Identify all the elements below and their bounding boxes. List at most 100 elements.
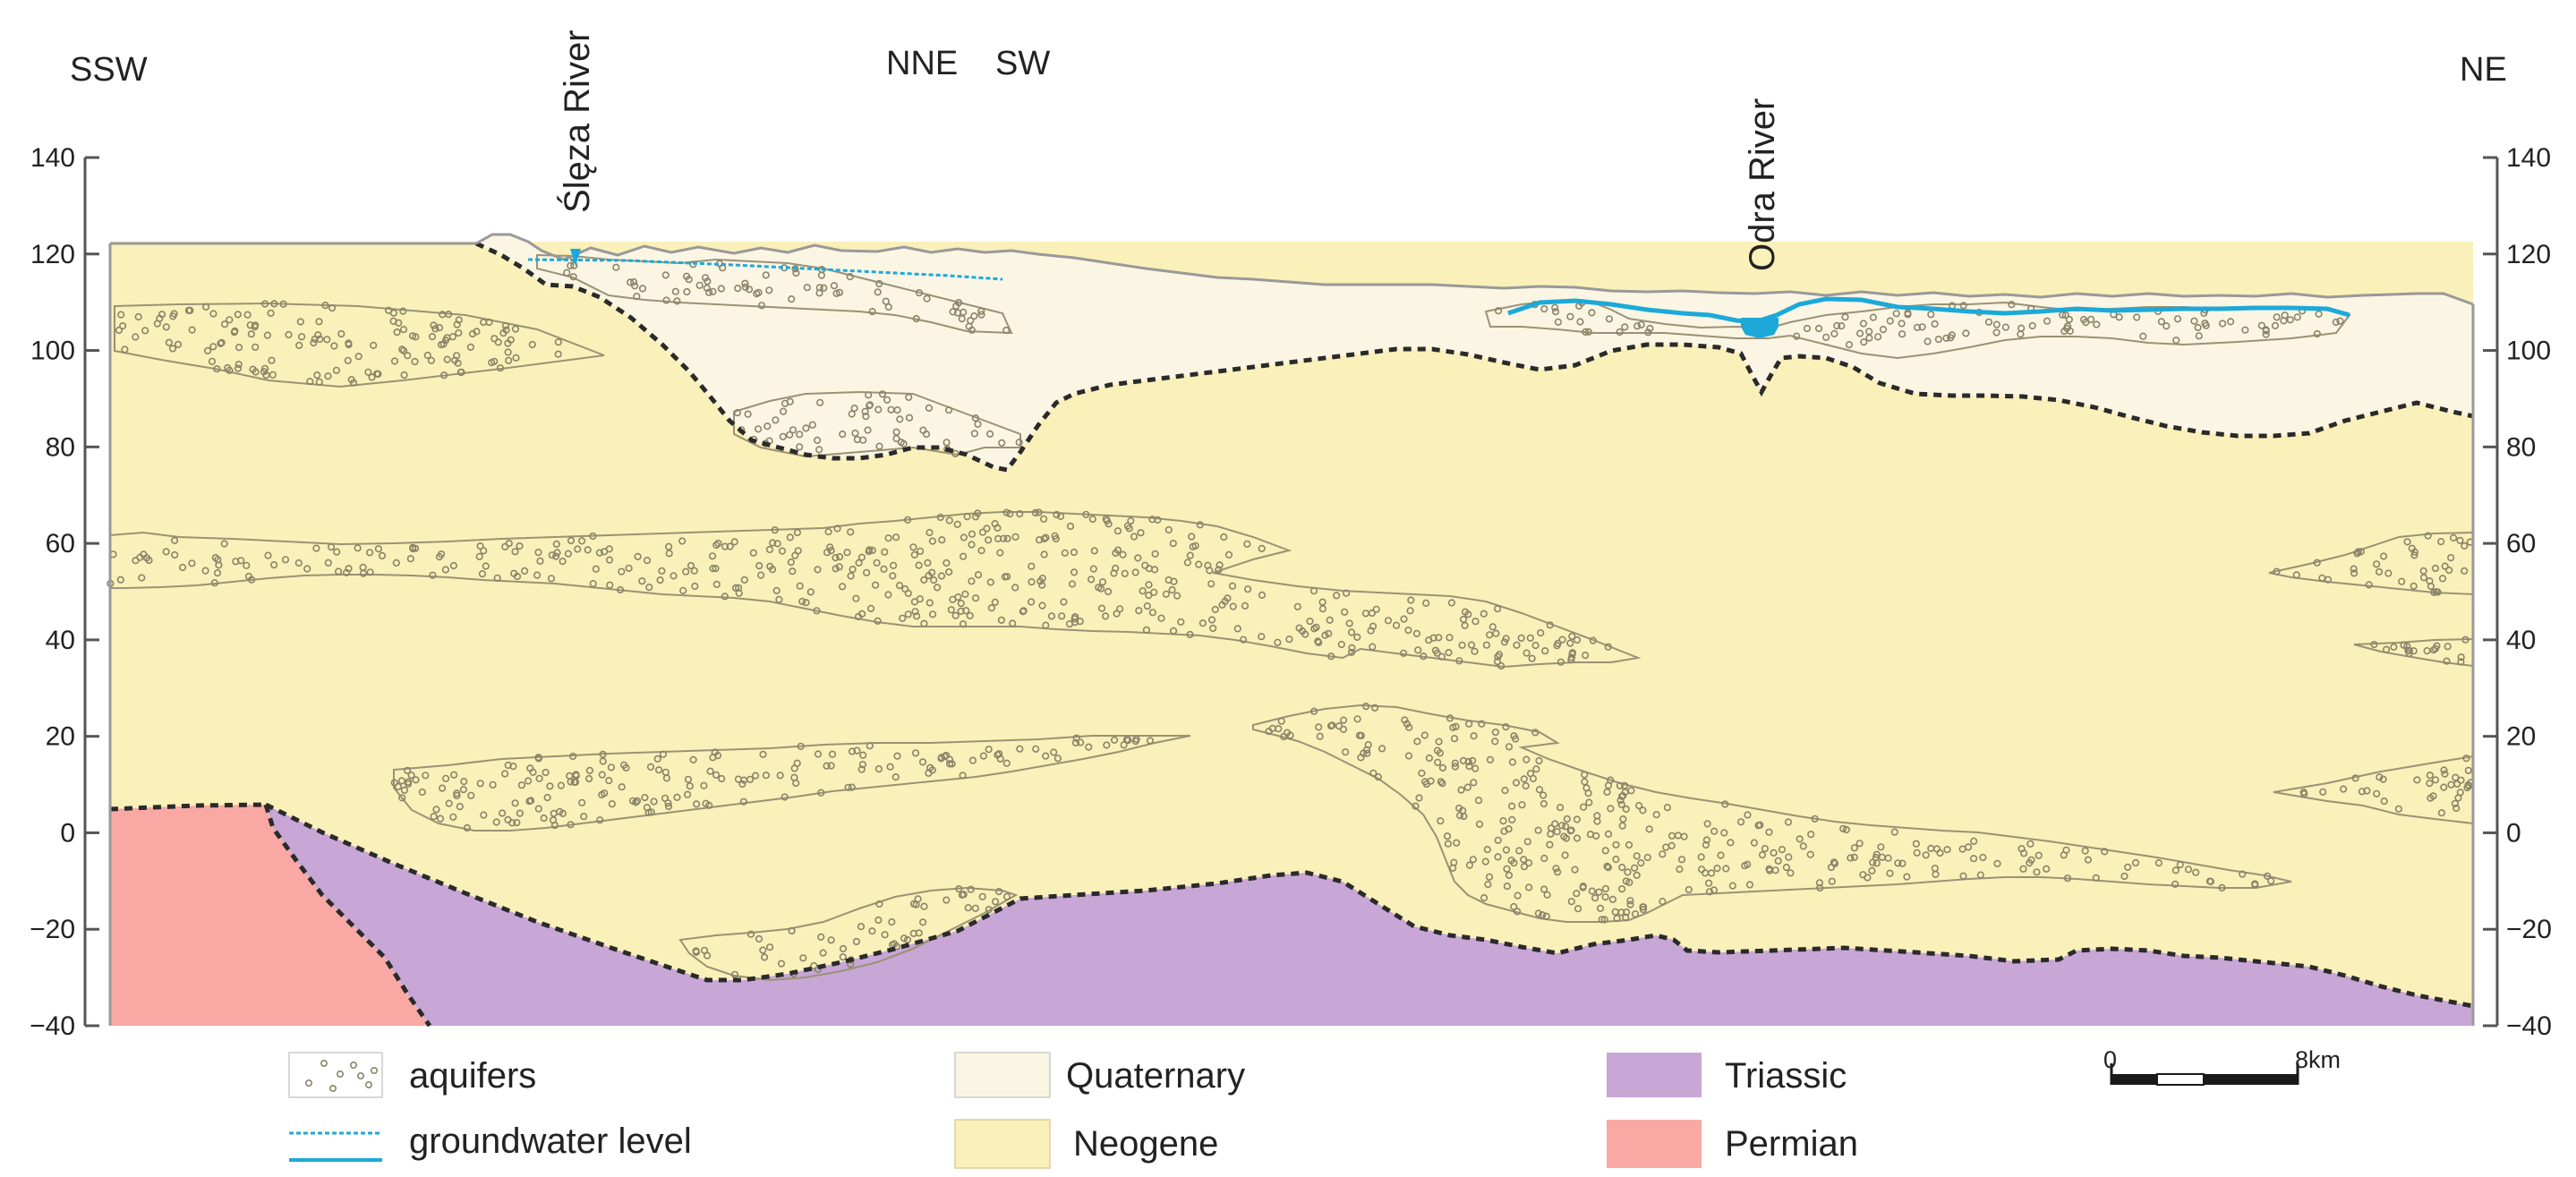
aquifer-dot [925,599,934,607]
aquifer-dot [650,797,658,806]
aquifer-dot [2370,640,2378,649]
aquifer-dot [1859,320,1868,328]
aquifer-dot [691,582,699,591]
aquifer-dot [1830,329,1838,338]
aquifer-dot [1482,641,1490,649]
aquifer-dot [622,763,630,772]
aquifer-dot [1962,329,1970,337]
aquifer-dot [866,604,875,613]
aquifer-dot [1469,856,1477,864]
legend-label-neogene: Neogene [1073,1124,1218,1164]
aquifer-dot [237,557,245,565]
aquifer-dot [2400,641,2408,650]
aquifer-dot [563,269,571,277]
aquifer-dot [1027,598,1036,606]
aquifer-dot [2430,588,2438,596]
aquifer-dot [1799,842,1807,850]
aquifer-dot [1070,548,1078,557]
aquifer-dot [1082,510,1090,518]
aquifer-dot [606,581,614,589]
aquifer-dot [673,793,681,802]
aquifer-dot [1455,657,1463,665]
aquifer-dot [1685,885,1693,894]
aquifer-dot [866,742,874,750]
aquifer-dot [314,331,322,339]
aquifer-dot [1617,885,1626,893]
aquifer-dot [1339,725,1348,734]
aquifer-dot [923,294,931,303]
aquifer-dot [235,361,243,369]
aquifer-dot [751,772,760,780]
aquifer-dot [1633,322,1642,330]
aquifer-dot [861,407,869,415]
aquifer-dot [1150,588,1158,596]
scale-bar-segment-3 [2204,1074,2299,1085]
aquifer-dot [1429,634,1437,642]
aquifer-dot [2398,577,2406,585]
aquifer-dot [839,431,847,439]
aquifer-dot [492,818,500,826]
aquifer-dot [2060,851,2068,859]
aquifer-dot [2093,320,2101,328]
aquifer-dot [1002,508,1011,516]
aquifer-dot [1811,815,1819,823]
aquifer-dot [1243,585,1252,593]
aquifer-dot [460,777,468,786]
aquifer-dot [1335,721,1343,730]
aquifer-dot [1546,840,1554,849]
aquifer-dot [1626,897,1634,905]
aquifer-dot [673,297,681,305]
aquifer-dot [202,303,210,311]
aquifer-dot [2192,868,2200,876]
aquifer-dot [1072,734,1080,742]
aquifer-dot [1131,568,1139,576]
aquifer-dot [868,308,876,316]
aquifer-dot [1959,872,1967,880]
aquifer-dot [664,542,673,550]
aquifer-dot [1465,861,1473,869]
aquifer-dot [1135,607,1143,615]
aquifer-dot [1412,629,1420,638]
aquifer-dot [817,789,825,797]
aquifer-dot [2157,318,2165,326]
aquifer-dot [964,904,972,912]
aquifer-dot [1461,621,1469,630]
aquifer-dot [1131,737,1139,746]
aquifer-dot [859,436,867,444]
aquifer-dot [2405,646,2413,655]
aquifer-dot [1060,598,1068,606]
aquifer-dot [1207,580,1215,588]
aquifer-dot [546,782,554,790]
aquifer-dot [1038,581,1046,589]
aquifer-dot [900,439,908,448]
aquifer-dot [316,335,324,344]
right-axis-ticks [2483,156,2497,1028]
aquifer-dot [335,567,343,576]
aquifer-dot [943,559,951,567]
aquifer-dot [437,341,446,349]
aquifer-dot [1806,850,1814,858]
aquifer-dot [2462,755,2470,763]
aquifer-dot [849,565,857,574]
aquifer-dot [2017,324,2026,332]
aquifer-dot [1038,601,1046,610]
aquifer-dot [943,896,951,904]
aquifer-dot [1220,533,1228,542]
aquifer-dot [903,516,912,524]
aquifer-dot [1855,840,1864,848]
aquifer-dot [2043,317,2051,325]
aquifer-dot [1016,745,1024,753]
aquifer-dot [689,755,697,764]
aquifer-dot [1803,324,1812,333]
aquifer-dot [1778,845,1787,854]
aquifer-dot [1404,752,1413,760]
aquifer-dot [1098,578,1107,586]
aquifer-dot [507,336,515,344]
aquifer-dot [1436,749,1444,757]
aquifer-dot [692,800,701,808]
aquifer-dot [1830,858,1838,866]
aquifer-dot [1913,849,1921,857]
aquifer-dot [493,574,501,582]
aquifer-dot [1274,638,1282,646]
